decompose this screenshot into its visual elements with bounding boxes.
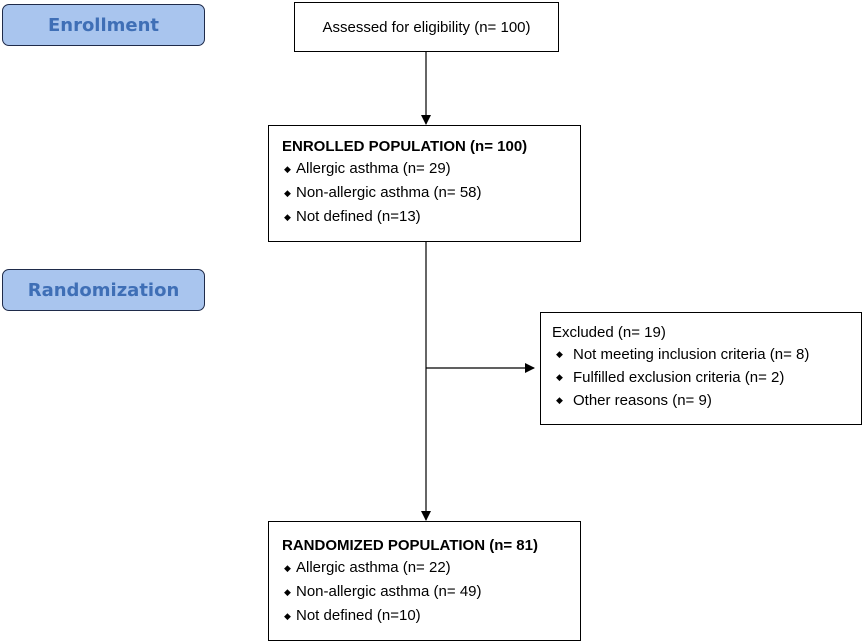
diamond-bullet-icon: ◆: [284, 587, 291, 597]
diamond-bullet-icon: ◆: [284, 188, 291, 198]
list-item-text: Non-allergic asthma (n= 49): [296, 583, 482, 600]
diamond-bullet-icon: ◆: [284, 164, 291, 174]
excluded-title: Excluded (n= 19): [552, 324, 666, 341]
randomized-title: RANDOMIZED POPULATION (n= 81): [282, 537, 538, 554]
list-item: ◆ Not meeting inclusion criteria (n= 8): [556, 343, 861, 366]
list-item: ◆ Not defined (n=13): [284, 205, 580, 229]
list-item: ◆ Not defined (n=10): [284, 604, 580, 628]
list-item: ◆ Allergic asthma (n= 29): [284, 157, 580, 181]
list-item-text: Allergic asthma (n= 22): [296, 559, 451, 576]
list-item-text: Not meeting inclusion criteria (n= 8): [573, 346, 810, 363]
enrolled-box: ENROLLED POPULATION (n= 100) ◆ Allergic …: [268, 125, 581, 242]
diamond-bullet-icon: ◆: [556, 395, 563, 405]
list-item: ◆ Non-allergic asthma (n= 58): [284, 181, 580, 205]
stage-label-enrollment: Enrollment: [2, 4, 205, 46]
list-item-text: Allergic asthma (n= 29): [296, 160, 451, 177]
list-item-text: Not defined (n=10): [296, 607, 421, 624]
diamond-bullet-icon: ◆: [284, 611, 291, 621]
list-item-text: Other reasons (n= 9): [573, 392, 712, 409]
excluded-box: Excluded (n= 19) ◆ Not meeting inclusion…: [540, 312, 862, 425]
randomized-box: RANDOMIZED POPULATION (n= 81) ◆ Allergic…: [268, 521, 581, 641]
list-item-text: Non-allergic asthma (n= 58): [296, 184, 482, 201]
list-item: ◆ Other reasons (n= 9): [556, 389, 861, 412]
list-item-text: Not defined (n=13): [296, 208, 421, 225]
diamond-bullet-icon: ◆: [556, 372, 563, 382]
stage-label-randomization: Randomization: [2, 269, 205, 311]
diamond-bullet-icon: ◆: [284, 212, 291, 222]
diamond-bullet-icon: ◆: [284, 563, 291, 573]
list-item: ◆ Non-allergic asthma (n= 49): [284, 580, 580, 604]
list-item: ◆ Allergic asthma (n= 22): [284, 556, 580, 580]
enrolled-title: ENROLLED POPULATION (n= 100): [282, 138, 528, 155]
assessed-text: Assessed for eligibility (n= 100): [322, 18, 531, 36]
assessed-box: Assessed for eligibility (n= 100): [294, 2, 559, 52]
list-item-text: Fulfilled exclusion criteria (n= 2): [573, 369, 785, 386]
diamond-bullet-icon: ◆: [556, 349, 563, 359]
list-item: ◆ Fulfilled exclusion criteria (n= 2): [556, 366, 861, 389]
